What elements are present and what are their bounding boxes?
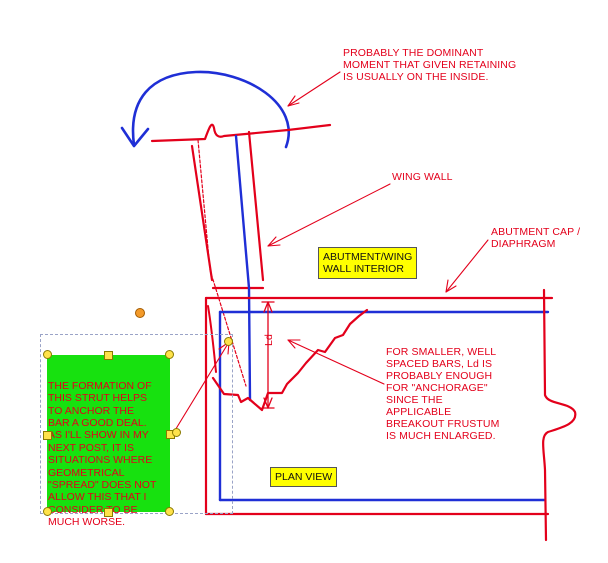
abutment-cap-note: ABUTMENT CAP / DIAPHRAGM [491, 226, 581, 250]
leader-moment-head [287, 95, 300, 107]
leader-wing-wall [267, 183, 391, 247]
plan-view-label: PLAN VIEW [270, 467, 338, 487]
resize-handle-top-left[interactable] [43, 350, 52, 359]
rotate-handle[interactable] [135, 308, 145, 318]
strut-line [197, 139, 247, 387]
strut-note-box[interactable]: THE FORMATION OF THIS STRUT HELPS TO ANC… [47, 355, 170, 528]
wing-wall-right [247, 130, 265, 282]
leader-cap [445, 239, 489, 293]
strut-note-text: THE FORMATION OF THIS STRUT HELPS TO ANC… [48, 379, 157, 529]
leader-end-handle[interactable] [224, 337, 233, 346]
ld-label: Ld [263, 334, 275, 346]
leader-wing-wall-head [267, 236, 281, 247]
resize-handle-bottom[interactable] [104, 508, 113, 517]
moment-arrowhead [120, 126, 150, 148]
leader-smaller-bars [287, 339, 385, 385]
wing-wall-note: WING WALL [392, 171, 453, 183]
break-line [542, 288, 577, 542]
leader-cap-head [445, 279, 457, 293]
ld-arrow-top [263, 301, 273, 313]
leader-strut [173, 341, 230, 433]
breakout-top [207, 305, 217, 373]
resize-handle-bottom-right[interactable] [165, 507, 174, 516]
leader-smaller-bars-head [287, 339, 301, 349]
ld-arrow-bottom [263, 397, 273, 409]
resize-handle-left[interactable] [43, 431, 52, 440]
smaller-bars-note: FOR SMALLER, WELL SPACED BARS, Ld IS PRO… [386, 346, 500, 442]
dominant-moment-note: PROBABLY THE DOMINANT MOMENT THAT GIVEN … [343, 47, 517, 83]
connector-handle-right[interactable] [172, 428, 181, 437]
breakout-outline [211, 308, 369, 412]
resize-handle-bottom-left[interactable] [43, 507, 52, 516]
wing-rebar [234, 134, 252, 402]
selection-frame[interactable] [40, 334, 233, 514]
resize-handle-top-right[interactable] [165, 350, 174, 359]
moment-arc [131, 70, 290, 149]
abutment-wing-interior-label: ABUTMENT/WING WALL INTERIOR [318, 247, 418, 279]
wall-top-edge [150, 123, 332, 143]
resize-handle-top[interactable] [104, 351, 113, 360]
leader-moment [287, 71, 341, 107]
